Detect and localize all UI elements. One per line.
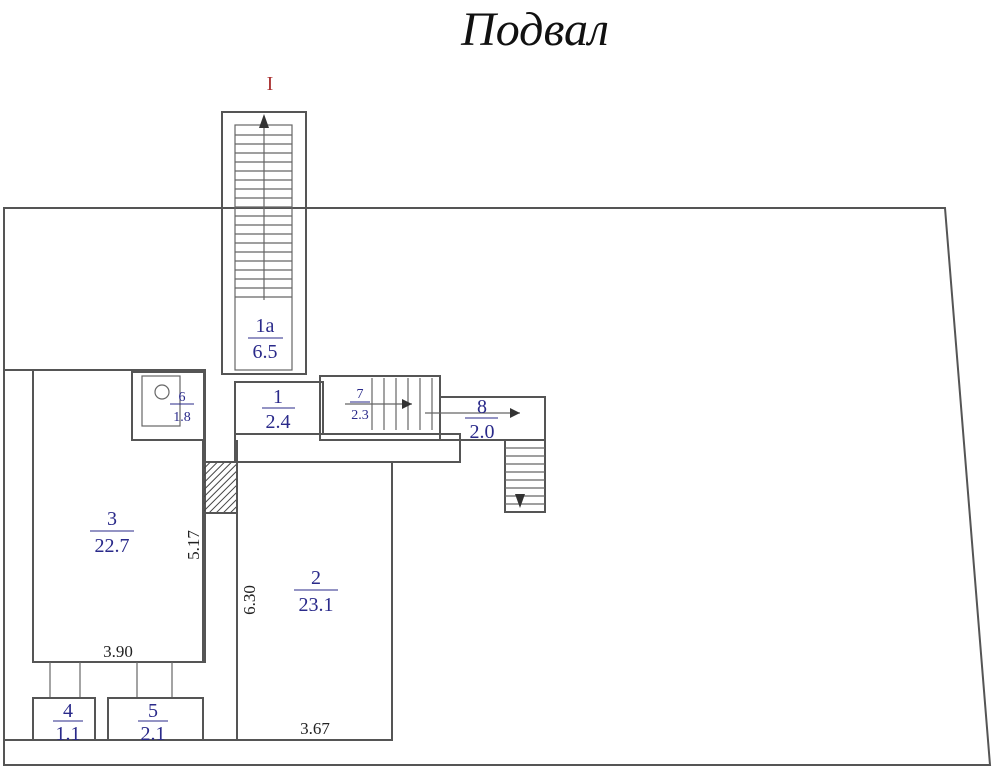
section-mark: I (267, 73, 274, 95)
label-room-8: 8 2.0 (465, 396, 498, 443)
hatched-shaft (202, 461, 238, 514)
room-7 (319, 375, 441, 441)
svg-text:1a: 1a (256, 315, 275, 337)
svg-text:4: 4 (63, 700, 73, 722)
svg-text:6: 6 (179, 390, 186, 405)
label-room-4: 4 1.1 (53, 700, 83, 745)
dim-room3-length: 5.17 (184, 530, 203, 560)
room-3 (32, 369, 206, 663)
label-room-1a: 1a 6.5 (248, 315, 283, 363)
svg-text:5: 5 (148, 700, 158, 722)
building-outline (3, 207, 992, 766)
dim-room2-length: 6.30 (240, 585, 259, 615)
plan-title: Подвал (460, 3, 609, 56)
label-room-5: 5 2.1 (138, 700, 168, 745)
dim-room2-width: 3.67 (300, 719, 330, 738)
label-room-6: 6 1.8 (170, 390, 194, 425)
svg-text:1: 1 (273, 386, 283, 408)
svg-text:3: 3 (107, 508, 117, 530)
svg-text:2.0: 2.0 (470, 421, 495, 443)
svg-text:23.1: 23.1 (299, 594, 334, 616)
room-6 (131, 371, 205, 441)
svg-text:2: 2 (311, 567, 321, 589)
label-room-7: 7 2.3 (350, 387, 370, 423)
partitions (49, 662, 173, 698)
svg-text:8: 8 (477, 396, 487, 418)
entrance-stairs (221, 111, 307, 375)
svg-text:2.1: 2.1 (141, 723, 166, 745)
exit-stairs (504, 439, 546, 513)
label-room-2: 2 23.1 (294, 567, 338, 616)
svg-text:7: 7 (357, 387, 364, 402)
room-4 (32, 697, 96, 741)
svg-text:22.7: 22.7 (95, 535, 130, 557)
passage (234, 433, 461, 463)
room-5 (107, 697, 204, 741)
label-room-1: 1 2.4 (262, 386, 295, 433)
label-room-3: 3 22.7 (90, 508, 134, 557)
svg-text:2.4: 2.4 (266, 411, 291, 433)
room-8 (439, 396, 546, 441)
svg-text:1.8: 1.8 (173, 410, 191, 425)
room-2 (236, 461, 393, 741)
svg-text:6.5: 6.5 (253, 341, 278, 363)
dim-room3-width: 3.90 (103, 642, 133, 661)
svg-text:1.1: 1.1 (56, 723, 81, 745)
svg-text:2.3: 2.3 (351, 408, 369, 423)
